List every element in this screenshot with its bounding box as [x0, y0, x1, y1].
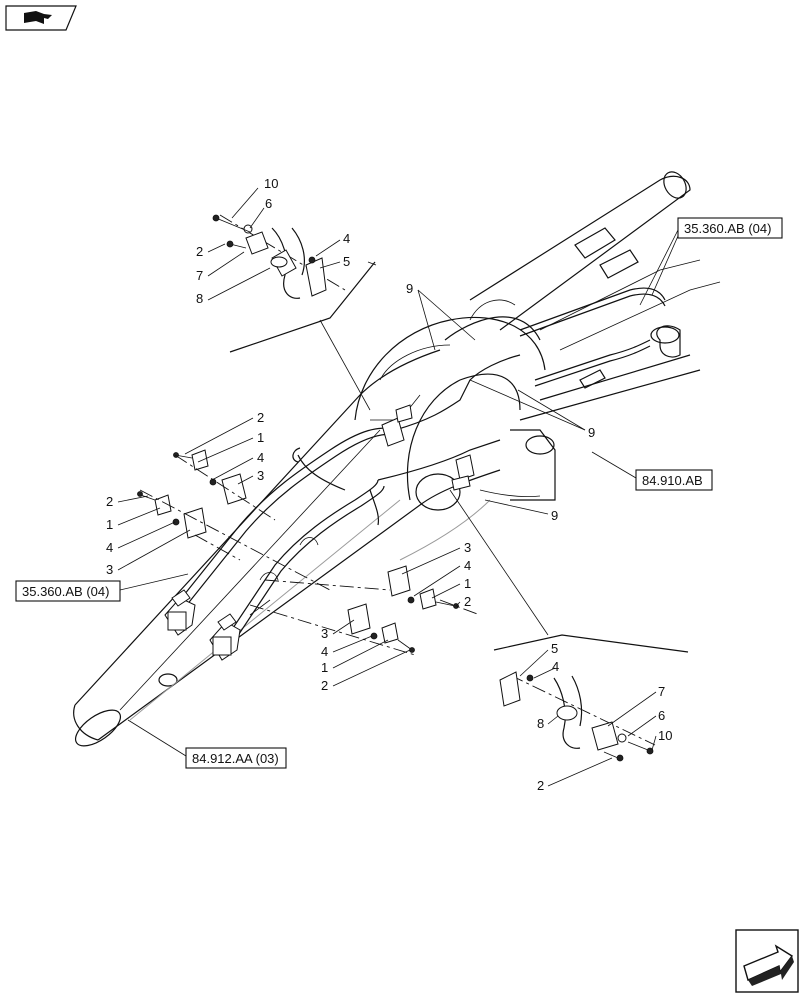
- callout-9-upper: 9: [406, 281, 413, 296]
- ref-left-label[interactable]: 35.360.AB (04): [22, 584, 109, 599]
- callout-1-mid-center: 1: [321, 660, 328, 675]
- book-icon-button[interactable]: [5, 5, 77, 31]
- callout-6-top: 6: [265, 196, 272, 211]
- callout-7-bottom: 7: [658, 684, 665, 699]
- callout-2-mid-center: 2: [321, 678, 328, 693]
- next-page-button[interactable]: [735, 929, 799, 993]
- clamp-pivot-left: [381, 404, 413, 447]
- callout-1-left-lower: 1: [106, 517, 113, 532]
- clamp-pivot-right: [451, 454, 475, 491]
- callout-2-mid-right: 2: [464, 594, 471, 609]
- callout-7-top: 7: [196, 268, 203, 283]
- callout-3-mid-right: 3: [464, 540, 471, 555]
- ref-box-mid-right[interactable]: 84.910.AB: [635, 469, 713, 491]
- hydraulic-lines: [179, 287, 666, 647]
- callout-3-mid-center: 3: [321, 626, 328, 641]
- callout-2-left-lower: 2: [106, 494, 113, 509]
- book-icon: [24, 11, 52, 24]
- callout-10-top: 10: [264, 176, 278, 191]
- ref-bottom-label[interactable]: 84.912.AA (03): [192, 751, 279, 766]
- ref-box-left[interactable]: 35.360.AB (04): [15, 580, 121, 602]
- callout-9-right: 9: [588, 425, 595, 440]
- ref-mid-right-label[interactable]: 84.910.AB: [642, 473, 703, 488]
- clamp-mid-center: [347, 603, 415, 653]
- callout-3-left-lower: 3: [106, 562, 113, 577]
- callout-4-mid-center: 4: [321, 644, 328, 659]
- clamp-left-upper: [173, 449, 247, 505]
- hose-fitting-left: [164, 589, 196, 636]
- clamp-left-lower: [137, 491, 207, 539]
- callout-4-top: 4: [343, 231, 350, 246]
- callout-numbers: 10 6 2 7 8 4 5 9 9 9 2 1 4 3 2 1 4 3 3 4…: [106, 176, 672, 793]
- callout-2-left-upper: 2: [257, 410, 264, 425]
- detail-top: [212, 214, 376, 353]
- callout-2-bottom: 2: [537, 778, 544, 793]
- callout-6-bottom: 6: [658, 708, 665, 723]
- ref-top-right-label[interactable]: 35.360.AB (04): [684, 221, 771, 236]
- clamp-mid-right: [387, 565, 459, 610]
- callout-8-top: 8: [196, 291, 203, 306]
- ref-box-bottom[interactable]: 84.912.AA (03): [185, 747, 287, 769]
- callout-10-bottom: 10: [658, 728, 672, 743]
- callout-1-mid-right: 1: [464, 576, 471, 591]
- callout-8-bottom: 8: [537, 716, 544, 731]
- hose-fitting-right: [209, 613, 241, 661]
- detail-bottom: [493, 634, 689, 762]
- ref-box-top-right[interactable]: 35.360.AB (04): [677, 217, 783, 239]
- callout-9-lower: 9: [551, 508, 558, 523]
- leader-lines: [117, 187, 679, 787]
- callout-2-top: 2: [196, 244, 203, 259]
- boom-arm: [73, 349, 501, 747]
- callout-4-left-lower: 4: [106, 540, 113, 555]
- callout-5-bottom: 5: [551, 641, 558, 656]
- callout-1-left-upper: 1: [257, 430, 264, 445]
- callout-4-bottom: 4: [552, 659, 559, 674]
- callout-4-left-upper: 4: [257, 450, 264, 465]
- assembly-lines: [139, 214, 656, 746]
- callout-4-mid-right: 4: [464, 558, 471, 573]
- next-page-arrow-icon: [743, 944, 794, 986]
- callout-5-top: 5: [343, 254, 350, 269]
- upper-arm: [469, 171, 721, 421]
- callout-3-left-upper: 3: [257, 468, 264, 483]
